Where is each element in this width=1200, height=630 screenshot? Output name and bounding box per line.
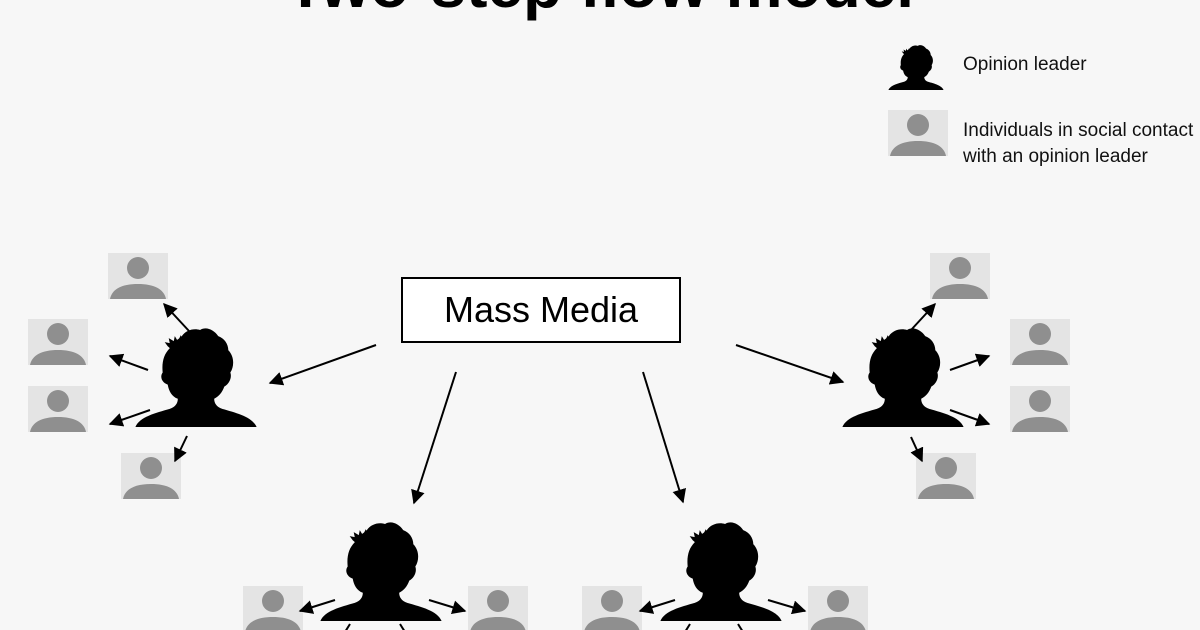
individual-bottom-right-2	[808, 586, 868, 630]
arrow-media-to-leader-bottom-left	[411, 371, 457, 505]
legend-individuals-label: Individuals in social contact with an op…	[963, 120, 1194, 167]
individual-right-1	[930, 253, 990, 299]
arrow-media-to-leader-right	[735, 344, 845, 385]
individual-left-1	[108, 253, 168, 299]
arrow-leader-right-to-individual-2	[949, 353, 991, 371]
mass-media-box: Mass Media	[401, 277, 681, 343]
arrow-leader-bottom-left-to-individual-1	[298, 599, 336, 614]
opinion-leader-bottom-left	[320, 522, 442, 621]
arrow-leader-left-to-individual-4	[174, 435, 188, 463]
arrow-leader-left-to-individual-2	[108, 353, 149, 371]
legend-individual-icon	[888, 110, 948, 156]
individual-left-2	[28, 319, 88, 365]
individual-right-3	[1010, 386, 1070, 432]
arrow-leader-bottom-right-to-individual-1	[638, 599, 676, 614]
arrow-leader-bottom-left-stub-2	[399, 623, 405, 630]
opinion-leader-bottom-right	[660, 522, 782, 621]
individual-right-2	[1010, 319, 1070, 365]
legend-opinion-leader-label: Opinion leader	[963, 54, 1087, 75]
arrow-media-to-leader-left	[268, 344, 377, 386]
arrow-leader-right-to-individual-1	[910, 302, 936, 331]
individual-bottom-left-1	[243, 586, 303, 630]
arrow-leader-right-to-individual-3	[949, 409, 991, 427]
arrow-media-to-leader-bottom-right	[642, 371, 686, 504]
arrow-leader-left-to-individual-3	[108, 409, 151, 427]
opinion-leader-right	[842, 328, 964, 427]
arrow-leader-left-to-individual-1	[163, 302, 190, 332]
individual-bottom-right-1	[582, 586, 642, 630]
arrow-leader-bottom-right-stub-1	[685, 623, 691, 630]
legend-leader-icon	[888, 45, 944, 90]
arrow-leader-bottom-right-to-individual-2	[767, 599, 807, 615]
individual-left-4	[121, 453, 181, 499]
arrow-leader-bottom-right-stub-2	[737, 623, 743, 630]
diagram-title: Two-step flow model	[0, 0, 1200, 22]
individual-bottom-left-2	[468, 586, 528, 630]
mass-media-label: Mass Media	[443, 289, 639, 330]
arrow-leader-bottom-left-to-individual-2	[428, 599, 467, 615]
arrow-leader-right-to-individual-4	[910, 436, 924, 463]
individual-left-3	[28, 386, 88, 432]
individual-right-4	[916, 453, 976, 499]
opinion-leader-left	[135, 328, 257, 427]
arrow-leader-bottom-left-stub-1	[345, 623, 351, 630]
